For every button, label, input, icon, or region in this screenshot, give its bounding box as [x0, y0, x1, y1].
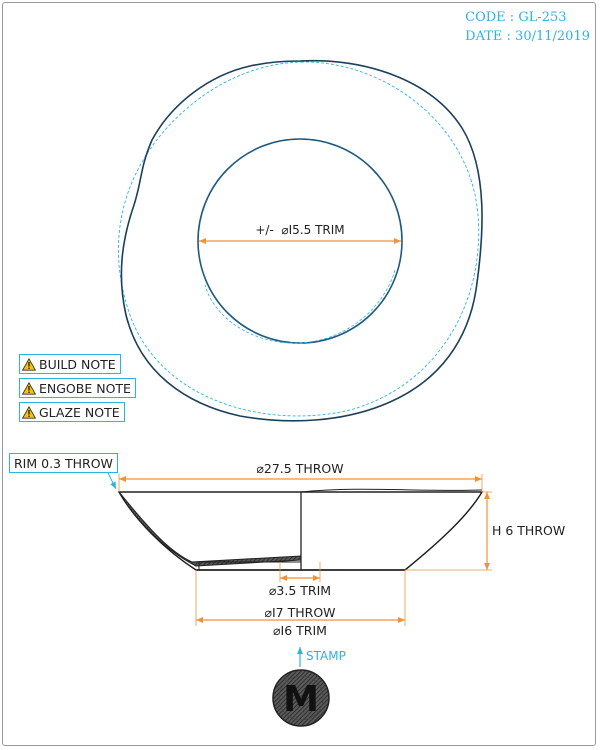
height-label: H 6 THROW [492, 523, 565, 538]
stamp-seal-inner [278, 675, 324, 721]
warning-icon [22, 381, 36, 395]
title-block: CODE : GL-253 DATE : 30/11/2019 [465, 8, 590, 46]
rim-diameter-label: ⌀27.5 THROW [256, 461, 343, 476]
engobe-note-label: ENGOBE NOTE [39, 380, 131, 396]
rim-callout-leader [107, 472, 117, 490]
stamp-seal [272, 669, 330, 727]
stamp-group: STAMP M [272, 647, 346, 727]
glaze-note-label: GLAZE NOTE [39, 404, 120, 420]
outer-rim [120, 59, 483, 422]
rim-callout[interactable]: RIM 0.3 THROW [9, 453, 118, 473]
rim-callout-label: RIM 0.3 THROW [14, 455, 113, 471]
stamp-letter: M [283, 679, 319, 720]
inner-diameter-label: +/- ⌀I5.5 TRIM [255, 223, 344, 237]
outer-rim-ideal [118, 61, 480, 417]
foot-inner-label: ⌀3.5 TRIM [269, 583, 331, 598]
foot-throw-label: ⌀I7 THROW [264, 605, 335, 620]
glaze-note-button[interactable]: GLAZE NOTE [19, 402, 125, 422]
build-note-button[interactable]: BUILD NOTE [19, 354, 121, 374]
warning-icon [22, 405, 36, 419]
inner-well-offset [204, 269, 396, 344]
rim-top-wave [300, 488, 483, 493]
code-label: CODE : GL-253 [465, 10, 567, 25]
stamp-label: STAMP [306, 649, 346, 663]
date-label: DATE : 30/11/2019 [465, 29, 590, 44]
engobe-note-button[interactable]: ENGOBE NOTE [19, 378, 136, 398]
warning-icon [22, 357, 36, 371]
foot-trim-label: ⌀I6 TRIM [273, 623, 327, 638]
top-view: +/- ⌀I5.5 TRIM [118, 59, 483, 422]
side-view: ⌀27.5 THROW H 6 THROW ⌀3.5 TRIM ⌀I7 THRO… [107, 461, 565, 638]
build-note-label: BUILD NOTE [39, 356, 116, 372]
